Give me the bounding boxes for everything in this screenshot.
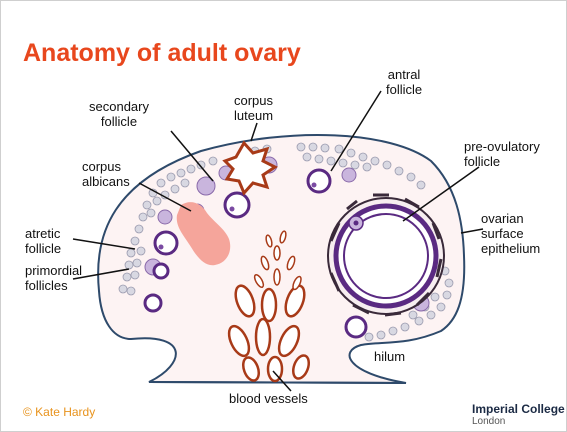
label-blood-vessels: blood vessels bbox=[229, 391, 308, 406]
hilum-base bbox=[149, 382, 406, 383]
institution-logo: Imperial College London bbox=[472, 403, 565, 427]
credit-text: © Kate Hardy bbox=[23, 405, 95, 419]
label-hilum: hilum bbox=[374, 349, 405, 364]
slide-title: Anatomy of adult ovary bbox=[23, 39, 301, 68]
